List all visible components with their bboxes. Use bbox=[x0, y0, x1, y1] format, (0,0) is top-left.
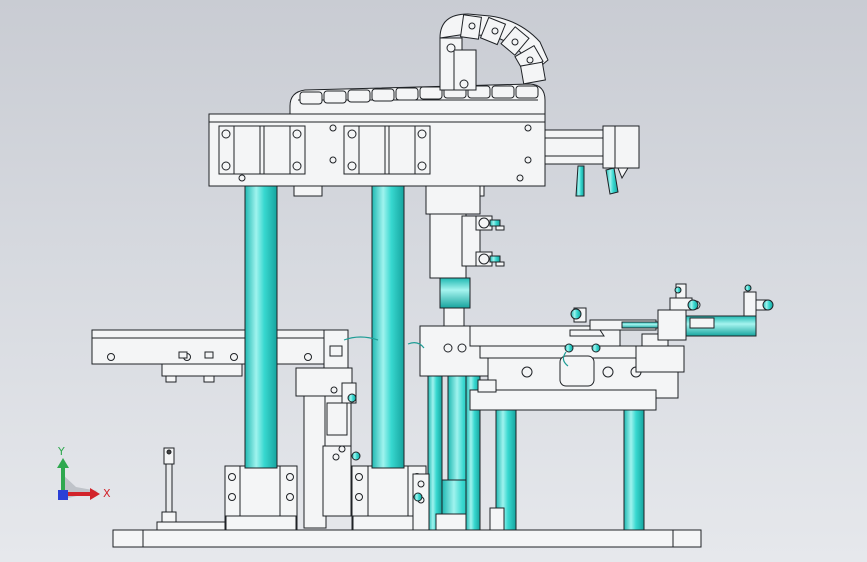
center-spindle bbox=[425, 185, 505, 327]
left-main-column bbox=[244, 177, 278, 469]
right-main-column bbox=[371, 177, 405, 469]
right-support-legs bbox=[489, 409, 645, 531]
lower-left-guide-rod bbox=[161, 447, 177, 523]
left-column-foot bbox=[224, 465, 298, 531]
pneumatic-cylinder bbox=[569, 283, 772, 341]
center-vertical-module bbox=[295, 329, 357, 529]
pneumatic-fitting-icon bbox=[347, 284, 774, 502]
lower-center-columns bbox=[412, 325, 493, 531]
servo-motor bbox=[544, 125, 640, 197]
triad-x-label: X bbox=[103, 487, 111, 500]
coordinate-triad-icon: Y X bbox=[57, 445, 111, 500]
triad-y-label: Y bbox=[57, 445, 65, 458]
air-hoses bbox=[343, 336, 569, 367]
cable-drag-chain bbox=[289, 13, 549, 115]
top-plate bbox=[208, 113, 546, 197]
right-fixture-table bbox=[469, 325, 685, 411]
